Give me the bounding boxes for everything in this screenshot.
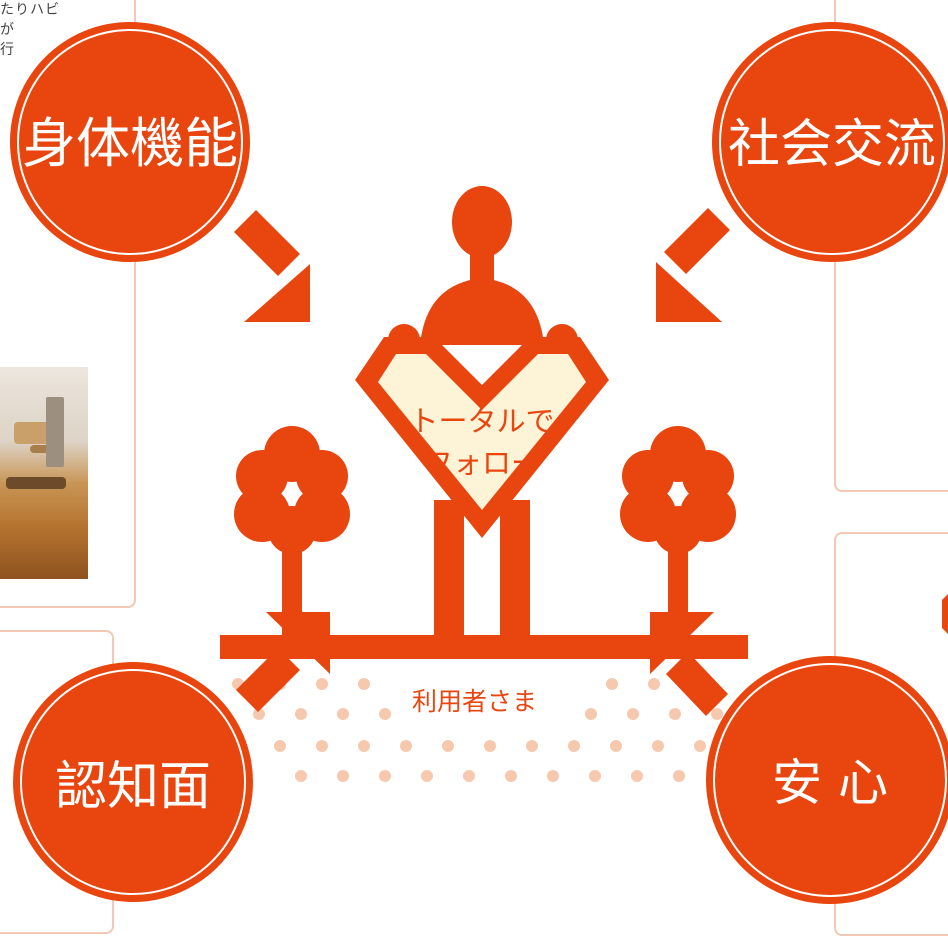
heart-text-line1: トータルで	[409, 404, 555, 438]
arrow-top-right	[656, 208, 730, 322]
snippet-text: たりハビ が 行	[0, 2, 60, 58]
heart-shape	[355, 337, 609, 538]
arrow-bottom-left	[236, 612, 330, 712]
left-tree	[234, 426, 350, 640]
diagram-graphics	[10, 22, 948, 904]
right-tree	[620, 426, 736, 640]
social-label: 社会交流	[727, 115, 936, 175]
right-edge-shape	[942, 594, 948, 634]
arrow-top-left	[234, 210, 310, 322]
circle-physical	[10, 22, 250, 262]
circle-social	[712, 22, 948, 262]
circle-cognitive	[13, 662, 253, 902]
heart-text-line2: フォロー	[423, 446, 540, 480]
circle-safety	[706, 656, 948, 904]
safety-label: 安 心	[772, 754, 888, 812]
arrow-bottom-right	[650, 612, 728, 716]
cognitive-label: 認知面	[54, 757, 211, 817]
physical-label: 身体機能	[22, 112, 238, 175]
room-photo	[0, 367, 88, 579]
ground-label: 利用者さま	[412, 687, 538, 716]
